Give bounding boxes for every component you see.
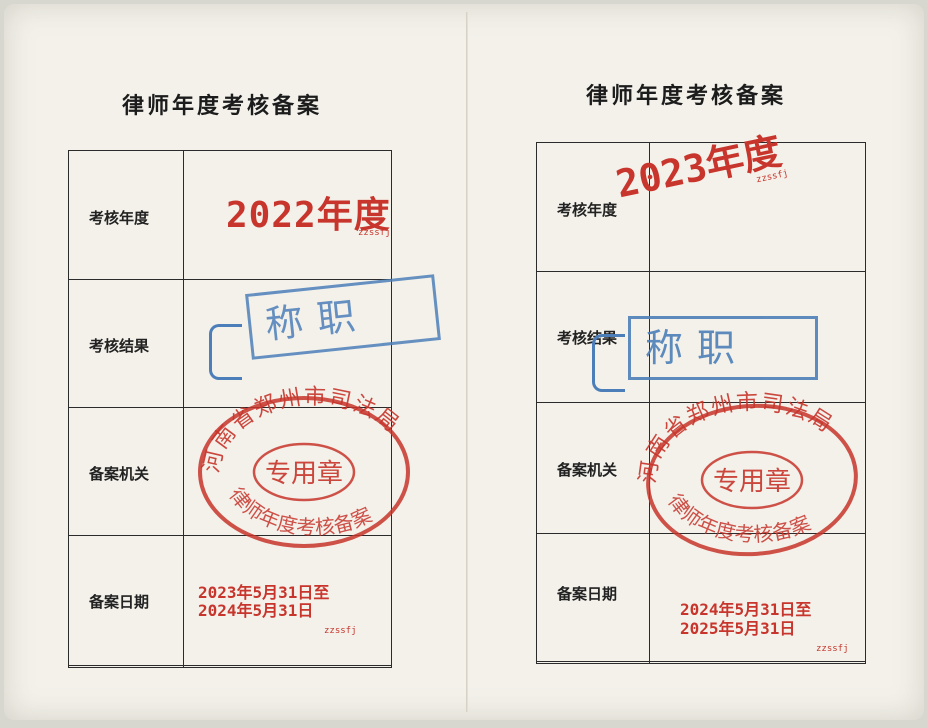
column-divider [649, 143, 650, 663]
table-row [537, 272, 865, 403]
label-assessment-year: 考核年度 [89, 209, 150, 227]
table-row [69, 280, 391, 408]
stamp-mark: zzssfj [358, 228, 391, 238]
stamp-bracket [209, 324, 242, 380]
filing-date-stamp: 2024年5月31日至 2025年5月31日 [680, 600, 811, 638]
table-row [69, 151, 391, 280]
date-mark: zzssfj [324, 626, 357, 636]
label-assessment-result: 考核结果 [89, 337, 150, 355]
label-assessment-result: 考核结果 [557, 329, 618, 347]
date-line-1: 2024年5月31日至 [680, 600, 812, 619]
seal-center-text: 专用章 [265, 459, 343, 489]
record-table: 考核年度 考核结果 备案机关 备案日期 [536, 142, 866, 664]
year-stamp: 2022年度 [226, 195, 391, 236]
booklet: 律师年度考核备案 考核年度 考核结果 备案机关 备案日期 2022年度 zzss… [4, 4, 924, 720]
result-stamp: 称职 [628, 316, 818, 380]
date-line-2: 2025年5月31日 [680, 619, 796, 638]
filing-date-stamp: 2023年5月31日至 2024年5月31日 [198, 584, 329, 620]
label-filing-authority: 备案机关 [89, 465, 150, 483]
date-mark: zzssfj [816, 644, 849, 654]
stamp-bracket [592, 334, 625, 392]
date-line-1: 2023年5月31日至 [198, 583, 330, 602]
label-filing-date: 备案日期 [557, 585, 618, 603]
table-row [69, 408, 391, 536]
label-assessment-year: 考核年度 [557, 201, 618, 219]
date-line-2: 2024年5月31日 [198, 601, 314, 620]
table-row [69, 536, 391, 666]
record-table: 考核年度 考核结果 备案机关 备案日期 [68, 150, 392, 668]
column-divider [183, 151, 184, 667]
page-title: 律师年度考核备案 [122, 93, 323, 119]
page-title: 律师年度考核备案 [586, 83, 787, 109]
label-filing-authority: 备案机关 [557, 461, 618, 479]
table-row [537, 143, 865, 272]
table-row [537, 534, 865, 662]
table-row [537, 403, 865, 534]
label-filing-date: 备案日期 [89, 593, 150, 611]
spine-fold [466, 12, 468, 712]
seal-center-text: 专用章 [713, 467, 791, 497]
